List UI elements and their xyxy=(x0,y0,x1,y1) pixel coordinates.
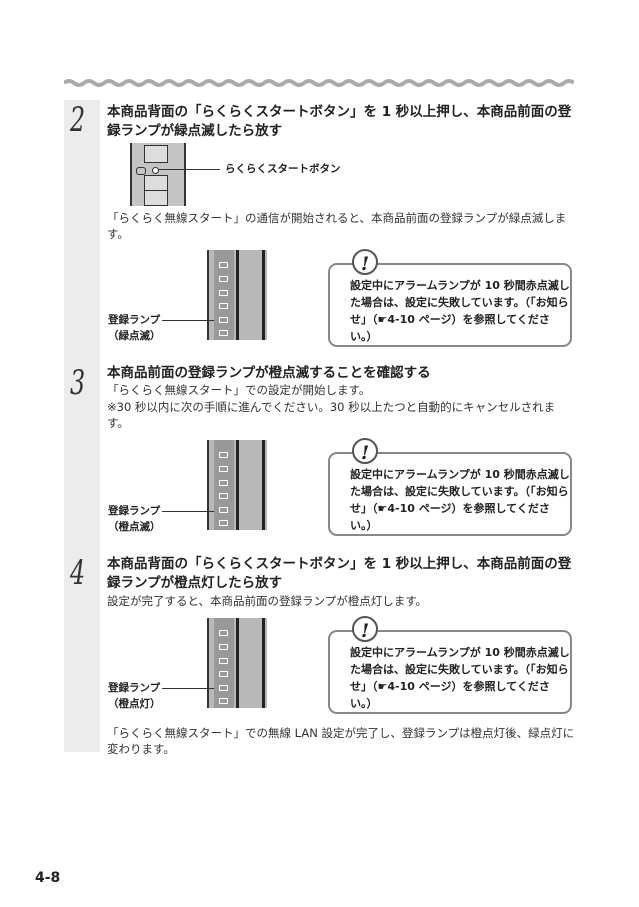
rear-panel-illustration xyxy=(130,143,186,206)
step-number: 2 xyxy=(70,100,86,140)
lamp-label: 登録ランプ xyxy=(108,682,161,694)
registration-lamp xyxy=(219,685,228,691)
warning-box: ! 設定中にアラームランプが 10 秒間赤点滅した場合は、設定に失敗しています。… xyxy=(328,438,572,536)
step-body: 「らくらく無線スタート」の通信が開始されると、本商品前面の登録ランプが緑点滅しま… xyxy=(107,211,567,241)
exclamation-icon: ! xyxy=(352,616,378,642)
warning-box: ! 設定中にアラームランプが 10 秒間赤点滅した場合は、設定に失敗しています。… xyxy=(328,616,572,714)
step-number: 4 xyxy=(70,553,86,593)
warning-box: ! 設定中にアラームランプが 10 秒間赤点滅した場合は、設定に失敗しています。… xyxy=(328,249,572,347)
wavy-divider xyxy=(64,79,574,87)
front-panel-illustration xyxy=(207,250,267,340)
warning-text: 設定中にアラームランプが 10 秒間赤点滅した場合は、設定に失敗しています。（「… xyxy=(350,468,570,532)
step-body: 「らくらく無線スタート」での設定が開始します。 xyxy=(107,383,371,397)
warning-text: 設定中にアラームランプが 10 秒間赤点滅した場合は、設定に失敗しています。（「… xyxy=(350,279,570,343)
step-title: 本商品背面の「らくらくスタートボタン」を 1 秒以上押し、本商品前面の登録ランプ… xyxy=(107,556,572,591)
step-band xyxy=(64,100,100,752)
front-panel-illustration xyxy=(207,440,267,530)
registration-lamp xyxy=(219,317,228,323)
lamp-state: （橙点灯） xyxy=(108,698,161,710)
step-footer: 「らくらく無線スタート」での無線 LAN 設定が完了し、登録ランプは橙点灯後、緑… xyxy=(107,726,575,756)
warning-text: 設定中にアラームランプが 10 秒間赤点滅した場合は、設定に失敗しています。（「… xyxy=(350,646,570,710)
exclamation-icon: ! xyxy=(352,438,378,464)
lamp-label: 登録ランプ xyxy=(108,314,161,326)
leader-line xyxy=(158,169,220,170)
lamp-state: （緑点滅） xyxy=(108,330,161,342)
step-note: ※30 秒以内に次の手順に進んでください。30 秒以上たつと自動的にキャンセルさ… xyxy=(107,400,556,430)
front-panel-illustration xyxy=(207,618,267,708)
step-number: 3 xyxy=(70,363,86,403)
leader-line xyxy=(162,511,214,512)
page-number: 4-8 xyxy=(35,870,61,886)
callout-label: らくらくスタートボタン xyxy=(225,163,341,175)
lamp-state: （橙点滅） xyxy=(108,521,161,533)
lamp-label: 登録ランプ xyxy=(108,505,161,517)
exclamation-icon: ! xyxy=(352,249,378,275)
leader-line xyxy=(162,320,214,321)
step-title: 本商品背面の「らくらくスタートボタン」を 1 秒以上押し、本商品前面の登録ランプ… xyxy=(107,104,572,139)
registration-lamp xyxy=(219,507,228,513)
start-button-icon xyxy=(152,167,159,174)
leader-line xyxy=(162,688,214,689)
step-body: 設定が完了すると、本商品前面の登録ランプが橙点灯します。 xyxy=(107,594,428,608)
step-title: 本商品前面の登録ランプが橙点滅することを確認する xyxy=(107,365,431,381)
